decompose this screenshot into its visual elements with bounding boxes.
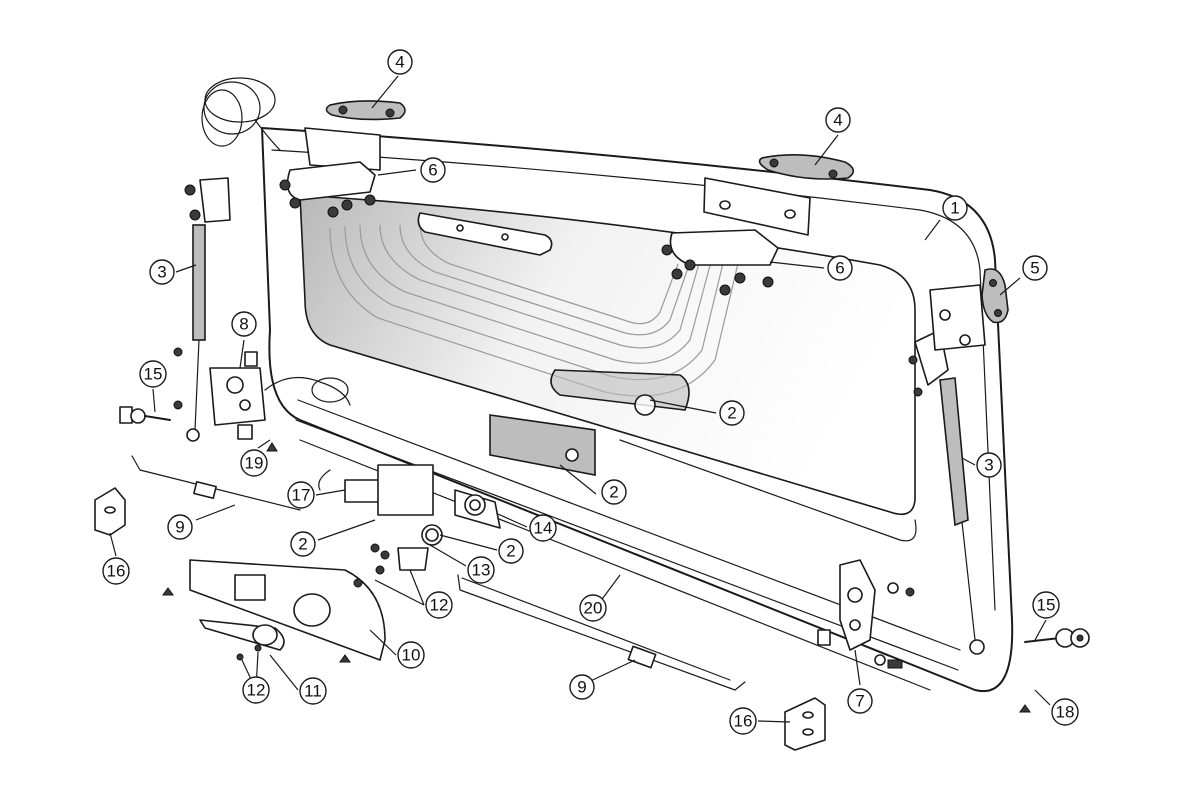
svg-text:2: 2 bbox=[298, 535, 307, 554]
lock-actuator bbox=[318, 464, 434, 516]
roof-pad-right bbox=[758, 154, 855, 180]
screw-18 bbox=[1019, 704, 1031, 713]
callout-16: 16 bbox=[102, 557, 130, 585]
bolt-set-left bbox=[119, 406, 171, 424]
right-hinge-panel bbox=[703, 177, 811, 236]
callout-4: 4 bbox=[387, 49, 413, 75]
gas-strut-right bbox=[908, 284, 986, 655]
screw-19 bbox=[266, 442, 278, 452]
svg-text:11: 11 bbox=[304, 682, 322, 701]
svg-text:4: 4 bbox=[833, 111, 842, 130]
callout-9: 9 bbox=[569, 674, 595, 700]
callout-2: 2 bbox=[498, 538, 524, 564]
catch-bracket-left bbox=[94, 487, 126, 536]
svg-text:16: 16 bbox=[734, 712, 753, 731]
svg-text:18: 18 bbox=[1056, 703, 1075, 722]
svg-text:17: 17 bbox=[292, 486, 311, 505]
svg-text:2: 2 bbox=[727, 404, 736, 423]
bracket-hole bbox=[456, 224, 464, 232]
callout-15: 15 bbox=[139, 360, 167, 388]
callout-12: 12 bbox=[425, 591, 453, 619]
svg-text:20: 20 bbox=[584, 599, 603, 618]
svg-text:6: 6 bbox=[428, 161, 437, 180]
callout-3: 3 bbox=[976, 452, 1002, 478]
callout-2: 2 bbox=[719, 400, 745, 426]
rear-window-glass bbox=[299, 194, 916, 516]
wiper-bracket bbox=[417, 212, 553, 256]
svg-text:6: 6 bbox=[835, 259, 844, 278]
callout-17: 17 bbox=[287, 481, 315, 509]
side-pad bbox=[981, 268, 1009, 324]
release-rod-right bbox=[457, 574, 746, 691]
svg-text:9: 9 bbox=[175, 518, 184, 537]
callout-19: 19 bbox=[240, 449, 268, 477]
gas-strut-left bbox=[173, 177, 231, 442]
svg-text:16: 16 bbox=[107, 562, 126, 581]
left-hinge-panel bbox=[304, 127, 381, 171]
upper-hinge-left bbox=[279, 161, 376, 218]
svg-text:2: 2 bbox=[506, 542, 515, 561]
callout-18: 18 bbox=[1051, 698, 1079, 726]
callout-7: 7 bbox=[847, 688, 873, 714]
hinge-hole bbox=[784, 209, 796, 219]
callout-4: 4 bbox=[825, 107, 851, 133]
callout-2: 2 bbox=[601, 479, 627, 505]
svg-text:15: 15 bbox=[1037, 596, 1056, 615]
callout-5: 5 bbox=[1022, 255, 1048, 281]
bolt-set-right bbox=[1024, 628, 1090, 648]
svg-text:12: 12 bbox=[247, 681, 266, 700]
callout-8: 8 bbox=[231, 311, 257, 337]
callout-15: 15 bbox=[1032, 591, 1060, 619]
svg-text:4: 4 bbox=[395, 53, 404, 72]
svg-text:7: 7 bbox=[855, 692, 864, 711]
svg-text:9: 9 bbox=[577, 678, 586, 697]
svg-text:1: 1 bbox=[950, 199, 959, 218]
svg-text:8: 8 bbox=[239, 315, 248, 334]
callout-2: 2 bbox=[290, 531, 316, 557]
callout-13: 13 bbox=[467, 556, 495, 584]
callout-10: 10 bbox=[397, 641, 425, 669]
roof-pad-left bbox=[325, 100, 406, 121]
handle-lever bbox=[199, 619, 285, 651]
screw-small bbox=[162, 587, 174, 596]
lock-seal bbox=[421, 524, 443, 546]
callout-9: 9 bbox=[167, 514, 193, 540]
screw-small bbox=[339, 654, 351, 663]
lock-cylinder bbox=[454, 489, 501, 529]
svg-text:13: 13 bbox=[472, 561, 491, 580]
svg-text:14: 14 bbox=[534, 519, 553, 538]
svg-text:5: 5 bbox=[1030, 259, 1039, 278]
svg-text:3: 3 bbox=[157, 263, 166, 282]
callout-3: 3 bbox=[149, 259, 175, 285]
wiring-harness bbox=[201, 77, 281, 151]
bracket-hole bbox=[501, 233, 509, 241]
callout-1: 1 bbox=[942, 195, 968, 221]
callout-6: 6 bbox=[827, 255, 853, 281]
callout-20: 20 bbox=[579, 594, 607, 622]
callout-12: 12 bbox=[242, 676, 270, 704]
inner-handle-plate bbox=[189, 559, 386, 661]
svg-text:3: 3 bbox=[984, 456, 993, 475]
callout-11: 11 bbox=[299, 677, 327, 705]
svg-text:19: 19 bbox=[245, 454, 264, 473]
catch-bracket-right bbox=[784, 697, 826, 751]
svg-text:2: 2 bbox=[609, 483, 618, 502]
callout-6: 6 bbox=[420, 157, 446, 183]
svg-text:15: 15 bbox=[144, 365, 163, 384]
svg-text:12: 12 bbox=[430, 596, 449, 615]
lower-hinge-right bbox=[817, 559, 915, 669]
callout-14: 14 bbox=[529, 514, 557, 542]
upper-hinge-right bbox=[661, 229, 779, 296]
center-trim-panel bbox=[489, 369, 690, 476]
hinge-hole bbox=[719, 200, 731, 210]
release-rod-left bbox=[131, 455, 301, 511]
fastener-cluster bbox=[236, 543, 429, 661]
latch-assembly-left bbox=[209, 351, 351, 440]
svg-text:10: 10 bbox=[402, 646, 421, 665]
callout-16: 16 bbox=[729, 707, 757, 735]
